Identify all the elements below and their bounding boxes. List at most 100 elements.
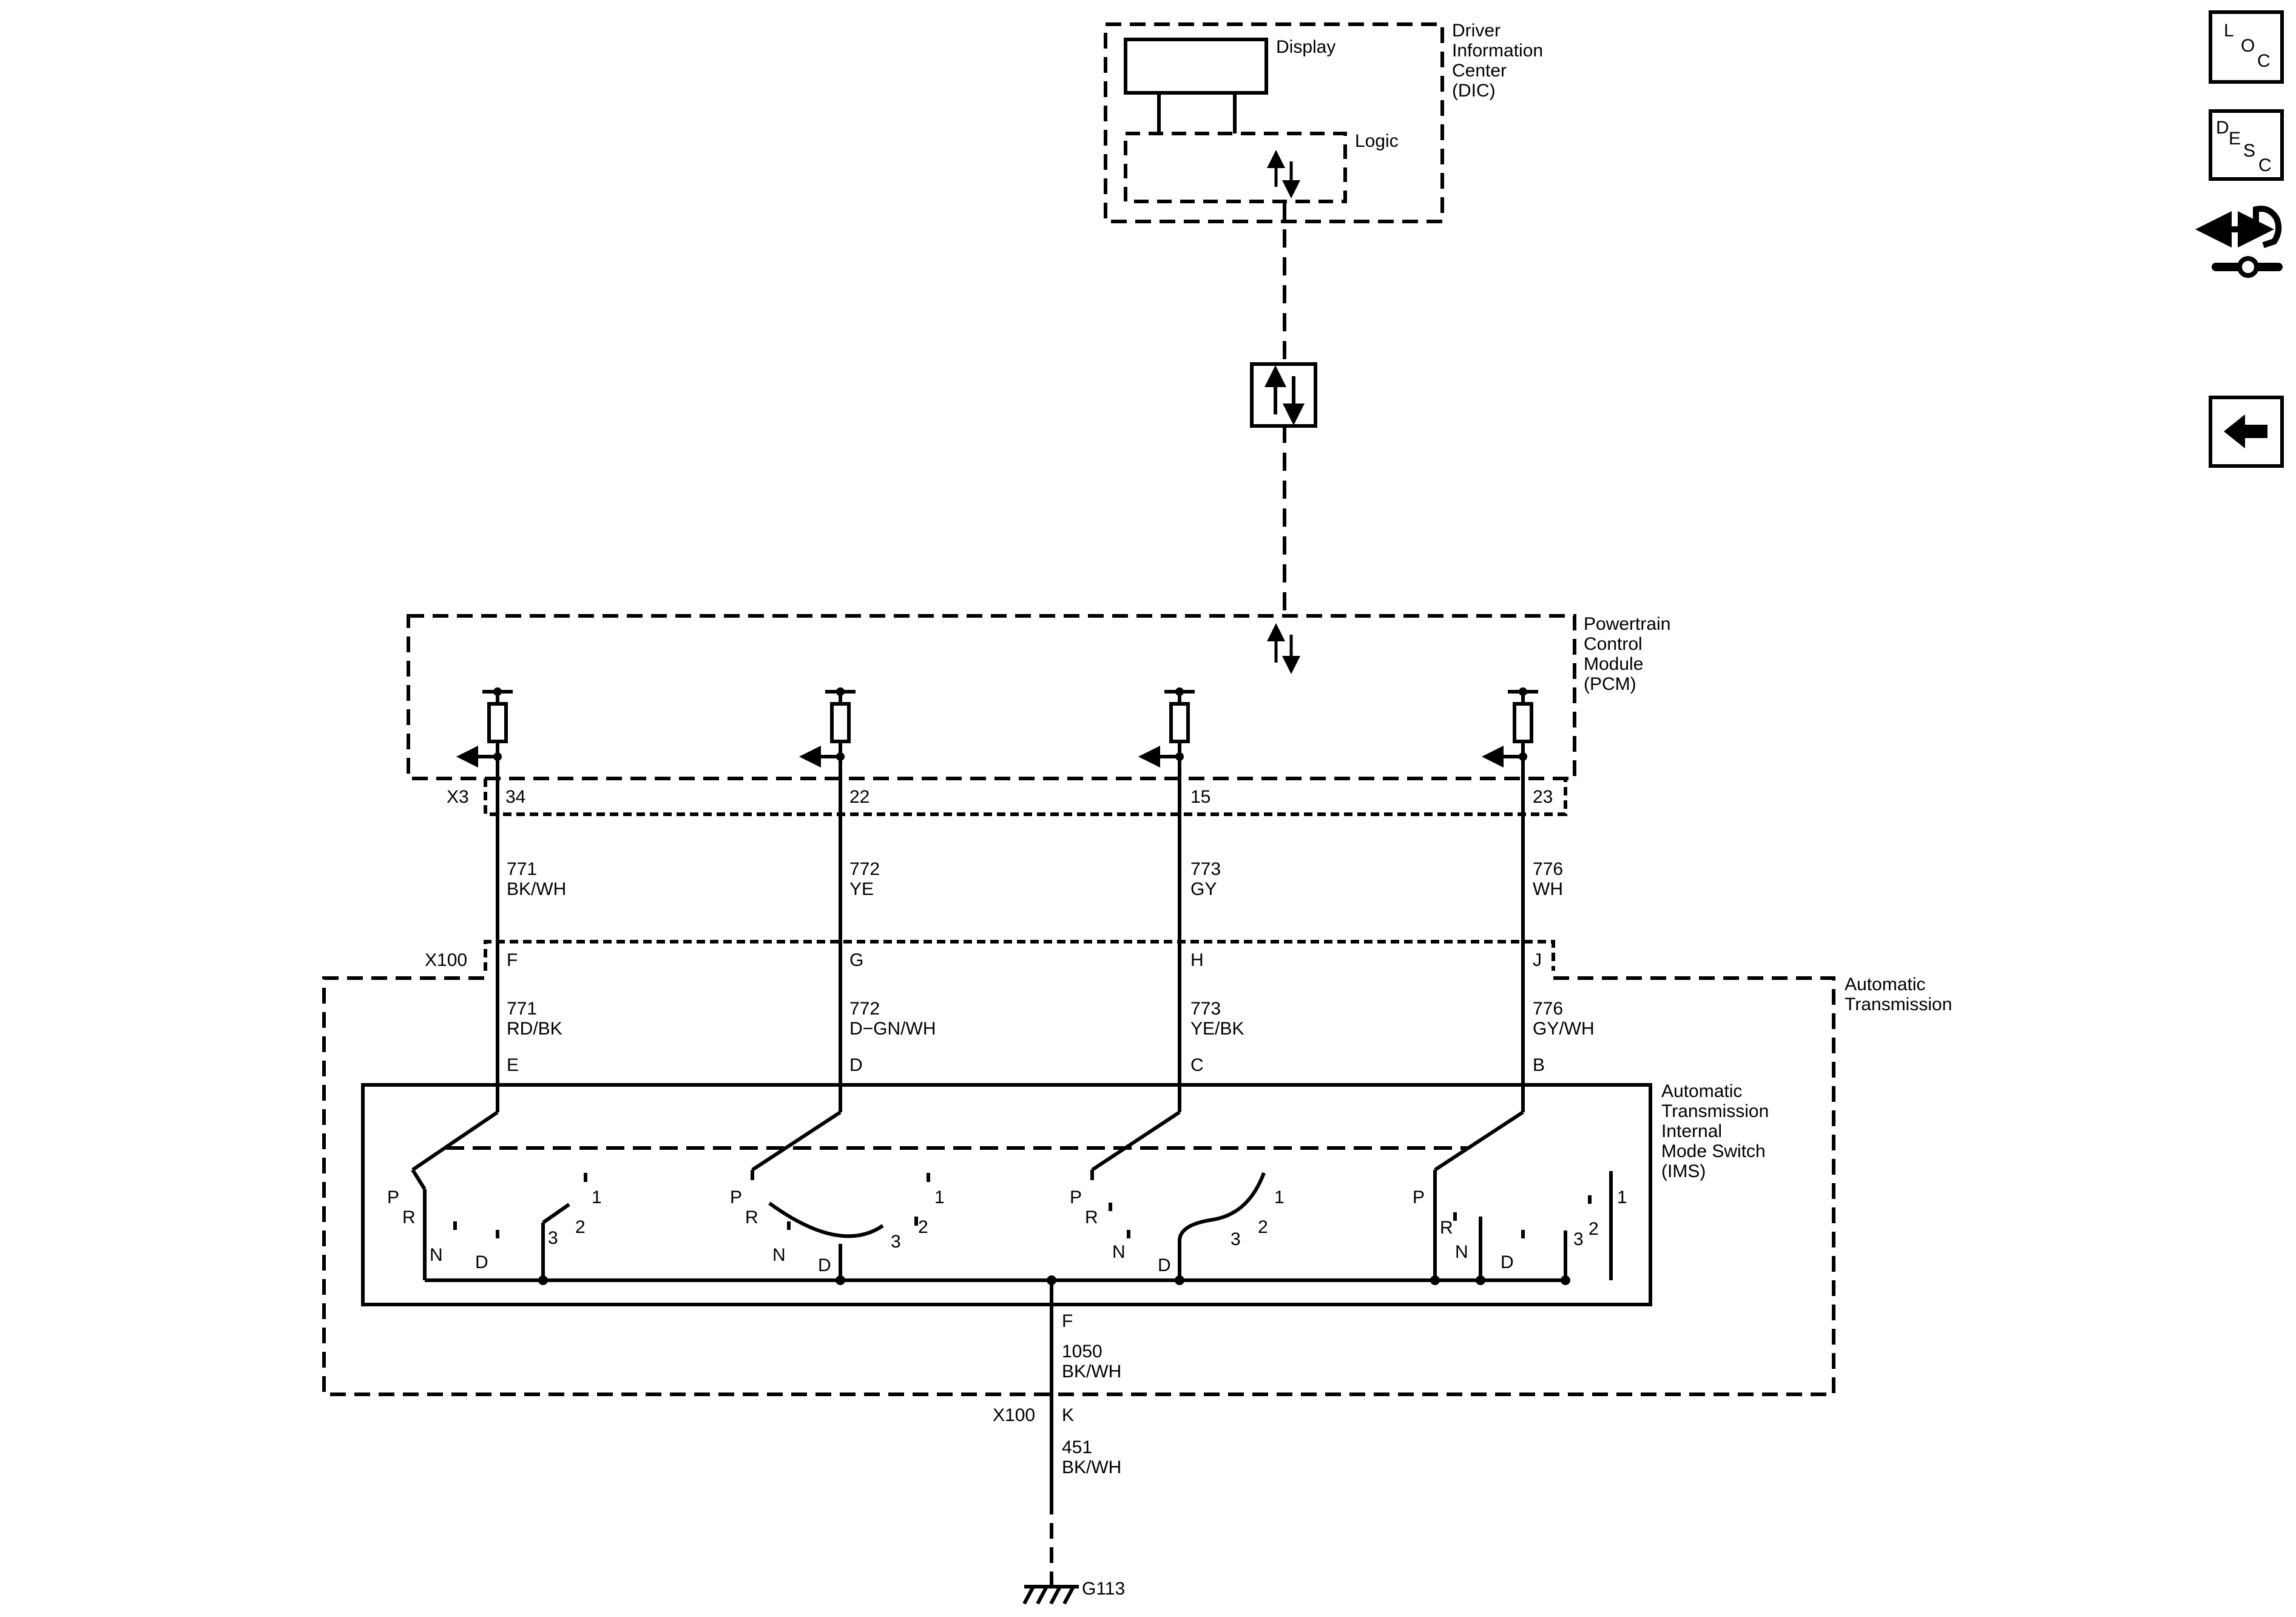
svg-text:N: N (772, 1245, 786, 1265)
pcm-input-circuit (456, 687, 513, 768)
svg-text:1: 1 (592, 1187, 602, 1207)
svg-text:2: 2 (1589, 1219, 1599, 1239)
ground-id: G113 (1082, 1579, 1125, 1599)
svg-text:D: D (1501, 1252, 1514, 1272)
connector-end-view-icon[interactable] (2195, 206, 2283, 278)
svg-text:P: P (1070, 1187, 1082, 1207)
svg-text:P: P (1413, 1187, 1425, 1207)
pcm-name: Powertrain Control Module (PCM) (1584, 614, 1676, 694)
ims-name: Automatic Transmission Internal Mode Swi… (1661, 1081, 1774, 1181)
transmission-name: Automatic Transmission (1845, 974, 1952, 1014)
svg-text:2: 2 (575, 1217, 586, 1237)
pcm-pin: 22 (849, 787, 869, 807)
resistor-icon (487, 702, 508, 743)
ground-circuit: F 1050 BK/WH X100 K 451 BK/WH G113 (993, 1280, 1125, 1605)
pcm-input-circuit (1482, 687, 1538, 768)
ims-switch-d: P R N D 3 2 1 (1413, 1085, 1627, 1285)
dic-display-box (1124, 38, 1268, 95)
svg-text:2: 2 (1258, 1217, 1268, 1237)
svg-text:R: R (1440, 1218, 1453, 1238)
connector-pin: J (1533, 950, 1542, 970)
signal-wires (496, 757, 1525, 1085)
pcm-connector-name: X3 (447, 787, 469, 807)
connector-pin: H (1190, 950, 1204, 970)
dic-module: Display Logic Driver Information Center … (1104, 21, 1548, 223)
pcm-outline (407, 614, 1576, 780)
ims-switch: Automatic Transmission Internal Mode Swi… (361, 1081, 1774, 1306)
svg-text:N: N (430, 1245, 443, 1265)
svg-text:R: R (745, 1207, 758, 1227)
dic-outline (1104, 22, 1444, 223)
dic-logic-box (1124, 132, 1347, 203)
svg-text:L: L (2224, 21, 2234, 41)
svg-text:D: D (818, 1255, 831, 1275)
ims-switch-b: P R N D 3 2 1 (730, 1085, 945, 1285)
svg-text:P: P (730, 1187, 742, 1207)
svg-text:1: 1 (934, 1187, 945, 1207)
svg-text:1: 1 (1274, 1187, 1285, 1207)
svg-text:3: 3 (891, 1232, 901, 1252)
ground-wire-label: 451 BK/WH (1062, 1437, 1121, 1477)
ground-connector-name: X100 (993, 1405, 1035, 1425)
pcm-input-circuit (1138, 687, 1195, 768)
pcm-pin: 23 (1533, 787, 1553, 807)
resistor-icon (1169, 702, 1190, 743)
transmission-assembly: Automatic Transmission (322, 974, 1952, 1396)
inline-connector-x100: X100 F G H J (425, 940, 1555, 971)
dic-logic-label: Logic (1355, 131, 1399, 151)
ims-outline (361, 1083, 1652, 1306)
loc-button[interactable]: L O C (2209, 10, 2284, 84)
svg-text:D: D (1158, 1255, 1171, 1275)
resistor-icon (830, 702, 851, 743)
pcm-module: Powertrain Control Module (PCM) X3 34 22… (407, 614, 1676, 816)
ims-pin: D (849, 1055, 863, 1075)
serial-data-line (1250, 201, 1317, 616)
dic-display-label: Display (1276, 37, 1335, 57)
svg-text:3: 3 (1231, 1229, 1241, 1249)
svg-text:N: N (1455, 1242, 1468, 1262)
svg-text:D: D (475, 1252, 488, 1272)
desc-button[interactable]: D E S C (2209, 109, 2284, 181)
serial-data-arrows-icon (1264, 365, 1305, 425)
svg-text:S: S (2243, 141, 2255, 161)
svg-text:R: R (1085, 1207, 1098, 1227)
pcm-connector-x3-outline (484, 778, 1567, 816)
ground-icon (1022, 1576, 1079, 1605)
dic-name: Driver Information Center (DIC) (1452, 21, 1548, 101)
back-button[interactable] (2209, 396, 2284, 468)
back-arrow-icon (2224, 414, 2267, 448)
svg-text:3: 3 (1573, 1229, 1584, 1249)
svg-text:C: C (2257, 51, 2271, 71)
svg-text:N: N (1112, 1242, 1126, 1262)
ims-ground-pin: F (1062, 1311, 1073, 1331)
pcm-pin: 15 (1190, 787, 1210, 807)
connector-pin: F (507, 950, 518, 970)
ground-wire-label: 1050 BK/WH (1062, 1342, 1121, 1382)
svg-text:2: 2 (918, 1217, 928, 1237)
svg-text:R: R (402, 1207, 416, 1227)
resistor-icon (1513, 702, 1533, 743)
serial-data-symbol-box (1250, 362, 1317, 428)
connector-name: X100 (425, 950, 467, 970)
ims-pin: E (507, 1055, 519, 1075)
ims-pin: C (1190, 1055, 1204, 1075)
svg-text:3: 3 (548, 1228, 558, 1248)
pcm-input-circuit (799, 687, 856, 768)
svg-text:O: O (2241, 36, 2255, 56)
dic-data-arrows-icon (1267, 150, 1300, 198)
ground-connector-pin: K (1062, 1405, 1074, 1425)
svg-text:D: D (2216, 118, 2229, 138)
svg-text:E: E (2229, 129, 2241, 149)
pcm-data-arrows-icon (1267, 623, 1300, 674)
ims-pin: B (1533, 1055, 1545, 1075)
svg-text:1: 1 (1617, 1187, 1627, 1207)
svg-text:P: P (387, 1187, 399, 1207)
